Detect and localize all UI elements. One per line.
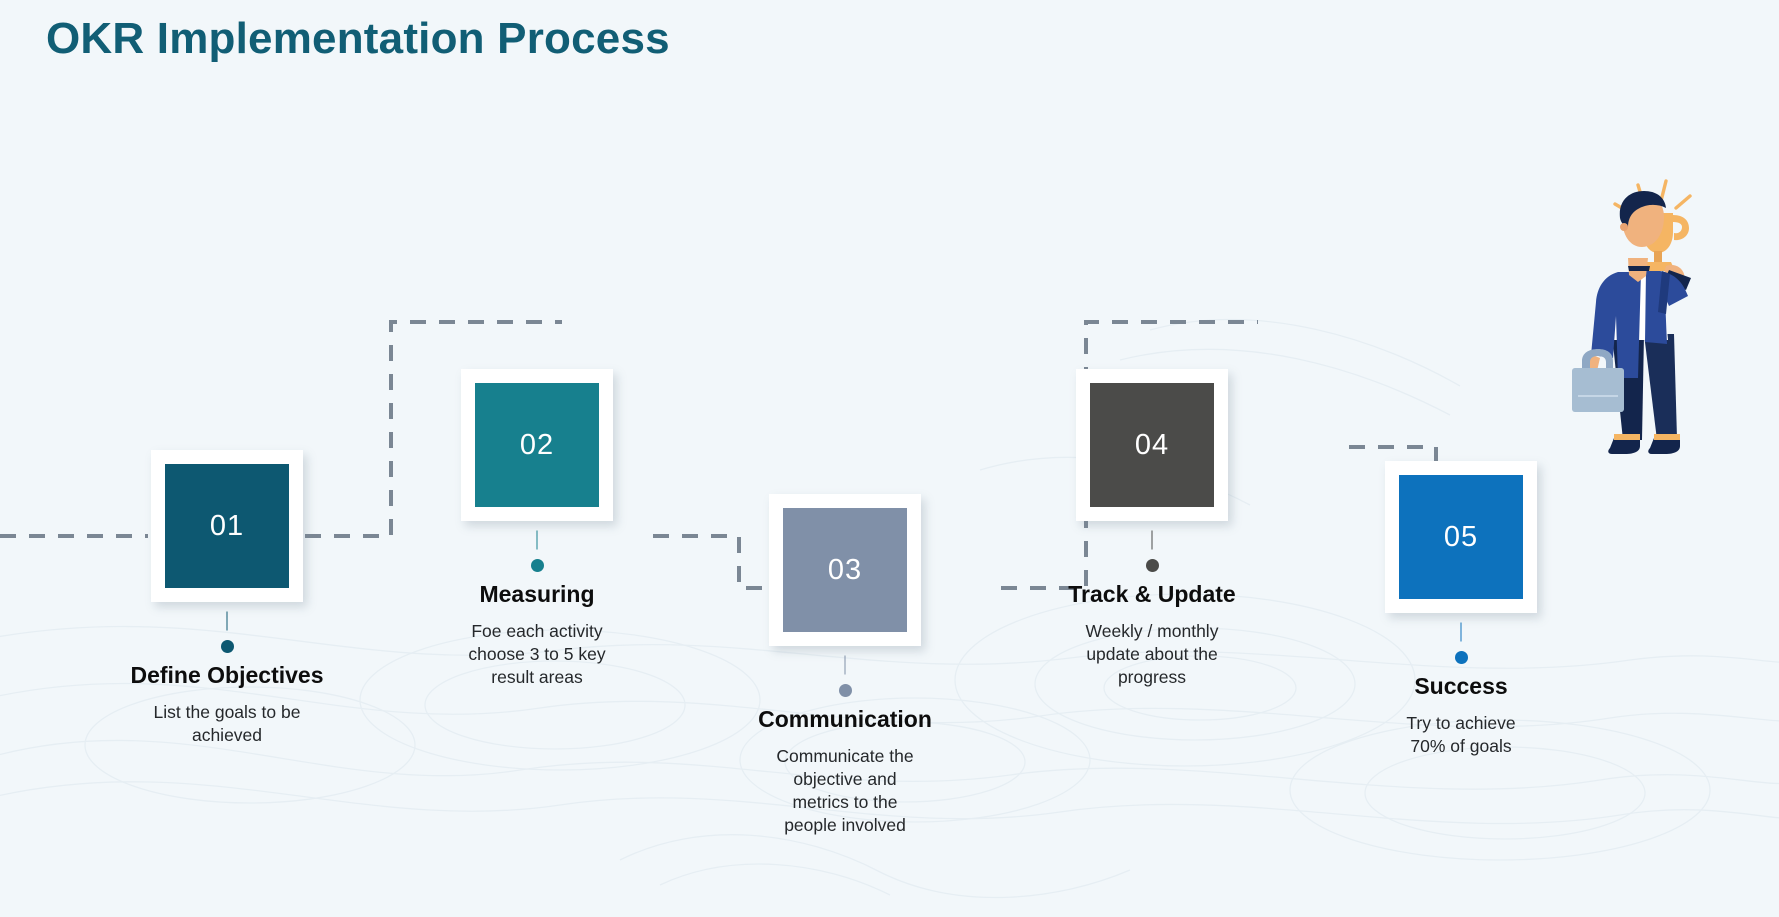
step-node-04[interactable]: 04 Track & Update Weekly / monthly updat…	[1002, 369, 1302, 689]
step-dot-03	[838, 684, 852, 697]
step-stem-05	[1460, 622, 1462, 642]
step-number-02: 02	[475, 383, 599, 507]
step-node-05[interactable]: 05 Success Try to achieve 70% of goals	[1311, 461, 1611, 758]
hair	[1619, 191, 1666, 227]
step-desc-02: Foe each activity choose 3 to 5 key resu…	[468, 621, 606, 688]
step-number-05: 05	[1399, 475, 1523, 599]
step-title-03: Communication	[758, 706, 932, 732]
step-desc-03: Communicate the objective and metrics to…	[776, 746, 914, 836]
page-title: OKR Implementation Process	[46, 14, 670, 63]
step-stem-02	[536, 530, 538, 550]
right-shoe	[1648, 438, 1680, 454]
step-node-03[interactable]: 03 Communication Communicate the objecti…	[695, 494, 995, 837]
step-number-03: 03	[783, 508, 907, 632]
step-title-04: Track & Update	[1068, 581, 1236, 607]
step-title-05: Success	[1414, 673, 1508, 699]
step-node-02[interactable]: 02 Measuring Foe each activity choose 3 …	[387, 369, 687, 689]
step-stem-03	[844, 655, 846, 675]
step-desc-05: Try to achieve 70% of goals	[1406, 713, 1516, 757]
step-title-01: Define Objectives	[130, 662, 324, 688]
step-card-01[interactable]: 01	[151, 450, 303, 602]
right-leg	[1644, 334, 1677, 440]
step-dot-02	[530, 559, 544, 572]
step-title-02: Measuring	[479, 581, 595, 607]
briefcase-icon	[1572, 349, 1624, 412]
step-stem-04	[1151, 530, 1153, 550]
step-desc-04: Weekly / monthly update about the progre…	[1085, 621, 1219, 688]
step-dot-05	[1454, 651, 1468, 664]
step-desc-01: List the goals to be achieved	[153, 702, 301, 746]
ear	[1620, 223, 1628, 231]
step-number-01: 01	[165, 464, 289, 588]
step-node-01[interactable]: 01 Define Objectives List the goals to b…	[77, 450, 377, 747]
step-card-03[interactable]: 03	[769, 494, 921, 646]
step-card-05[interactable]: 05	[1385, 461, 1537, 613]
businessman-holding-trophy-illustration	[1572, 179, 1692, 454]
step-card-02[interactable]: 02	[461, 369, 613, 521]
step-card-04[interactable]: 04	[1076, 369, 1228, 521]
collar	[1628, 266, 1650, 271]
step-stem-01	[226, 611, 228, 631]
step-number-04: 04	[1090, 383, 1214, 507]
step-dot-04	[1145, 559, 1159, 572]
jacket-right	[1645, 271, 1688, 344]
left-shoe	[1608, 438, 1640, 454]
step-dot-01	[220, 640, 234, 653]
